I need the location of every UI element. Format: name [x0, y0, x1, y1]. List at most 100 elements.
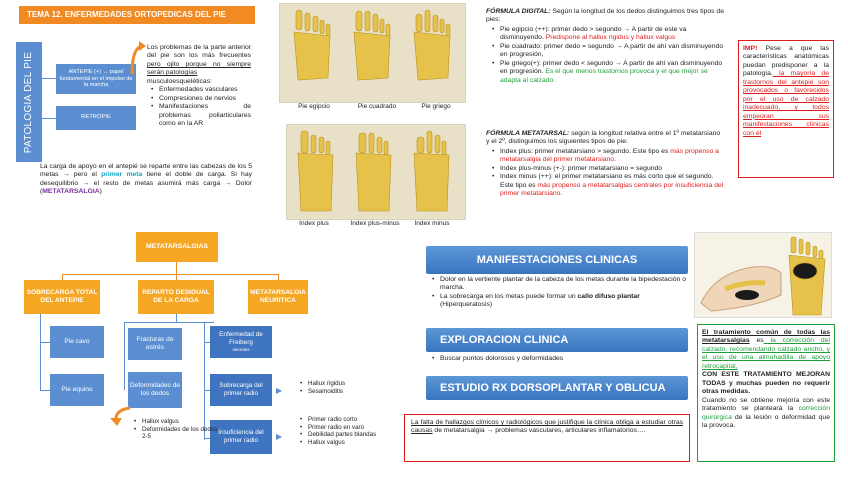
plus-text: Index plus: primer metatarsiano > segund…	[500, 147, 669, 155]
tree-line	[176, 274, 177, 280]
tratamiento-con: CON ESTE TRATAMIENTO MEJORAN TODAS y muc…	[702, 371, 830, 396]
carga-p2: tiene el doble de carga. Si hay desequil…	[40, 171, 253, 196]
connector-line	[42, 78, 56, 79]
page-title: TEMA 12. ENFERMEDADES ORTOPEDICAS DEL PI…	[19, 6, 255, 24]
formula-digital: FÓRMULA DIGITAL: Según la longitud de lo…	[486, 8, 724, 85]
tree-deformidades: Deformidades de los dedos	[128, 372, 182, 408]
minus-text: Index minus (++): el primer metatarsiano…	[500, 173, 714, 189]
list-item: Pie egipcio (++): primer dedo > segundo …	[492, 26, 724, 43]
list-item: Index plus: primer metatarsiano > segund…	[492, 148, 724, 165]
exploracion-header: EXPLORACION CLINICA	[426, 328, 688, 352]
list-item: Deformidades de los dedos 2-5	[134, 426, 218, 441]
plus-red: más propenso a metatarsalgia del primer …	[500, 147, 719, 164]
intro-underline: pero ojito porque no siempre serán patol…	[147, 60, 251, 77]
tree-line	[40, 342, 50, 343]
list-item: Primer radio corto	[300, 416, 410, 424]
list-item: Hallux valgus	[134, 418, 218, 426]
list-item: Enfermedades vasculares	[151, 86, 251, 95]
minus-red: más propenso a metatarsalgias centrales …	[500, 181, 724, 198]
cuando-green: corrección quirúrgica	[702, 405, 830, 421]
list-item: Primer radio en varo	[300, 424, 410, 432]
retropie-box: RETROPIE	[56, 106, 136, 130]
formula-metatarsal-heading: FÓRMULA METATARSAL:	[486, 130, 570, 137]
list-item: Dolor en la vertiente plantar de la cabe…	[432, 276, 686, 293]
formula-digital-intro: Según la longitud de los dedos distingui…	[486, 8, 724, 24]
foot-caption: Index plus-minus	[350, 220, 400, 227]
imp-red: la mayoría de trastornos del antepié son…	[743, 70, 829, 137]
manifestaciones-header: MANIFESTACIONES CLINICAS	[426, 246, 688, 274]
tree-line	[40, 314, 41, 390]
formula-metatarsal: FÓRMULA METATARSAL: según la longitud re…	[486, 130, 724, 199]
b2c-text: (Hiperqueratosis)	[440, 301, 493, 309]
tratamiento-box: El tratamiento común de todas las metata…	[697, 324, 835, 462]
falta-underline: La falta de hallazgos clínicos y radioló…	[411, 419, 683, 435]
list-item: Pie griego(+): primer dedo < segundo → A…	[492, 60, 724, 85]
formula-digital-list: Pie egipcio (++): primer dedo > segundo …	[492, 26, 724, 85]
arrow-right-icon: ▶	[276, 386, 283, 395]
tree-line	[124, 322, 214, 323]
carga-metatarsalgia: METATARSALGIA	[42, 188, 100, 196]
feet-xray-bottom-image	[286, 124, 466, 220]
tratamiento-es: es	[749, 337, 764, 345]
estudio-header: ESTUDIO RX DORSOPLANTAR Y OBLICUA	[426, 376, 688, 400]
branch-sobrecarga: SOBRECARGA TOTAL DEL ANTEPIE	[24, 280, 100, 314]
imp-label: IMP!	[743, 45, 758, 52]
tratamiento-green: la corrección del calzado, recomendando …	[702, 337, 830, 370]
foot-caption: Index minus	[414, 220, 450, 227]
curved-arrow-icon	[110, 406, 131, 426]
tree-freiberg: Enfermedad de Freiberg necrosis	[210, 326, 272, 358]
cuando-end: de la lesión o deformidad que la provoca…	[702, 413, 830, 430]
arrow-right-icon: ▶	[276, 432, 283, 441]
list-item: Manifestaciones de problemas poliarticul…	[151, 103, 251, 128]
tree-fracturas: Fracturas de estrés	[128, 328, 182, 360]
branch-reparto: REPARTO DESIGUAL DE LA CARGA	[138, 280, 214, 314]
tree-insuficiencia-primer-radio: Insuficiencia del primer radio	[210, 420, 272, 454]
imp-text: Pese a que las características anatómica…	[743, 45, 829, 78]
egipcio-red: Predispone al hallux rigidus y hallux va…	[543, 34, 676, 42]
cuando-text: Cuando no se obtiene mejoría con este tr…	[702, 396, 830, 413]
list-item: Hallux valgus	[300, 439, 410, 447]
tree-line	[278, 274, 279, 280]
carga-primer-meta: primer meta	[101, 171, 143, 179]
exploracion-list: Buscar puntos dolorosos y deformidades	[432, 355, 686, 364]
carga-text: La carga de apoyo en el antepié se repar…	[40, 163, 252, 197]
b2b-text: callo difuso plantar	[575, 292, 640, 300]
side-label: PATOLOGIA DEL PIE	[16, 42, 42, 162]
freiberg-small: necrosis	[232, 347, 250, 353]
manifestaciones-list: Dolor en la vertiente plantar de la cabe…	[432, 276, 686, 310]
list-item: Index plus-minus (+-): primer metatarsia…	[492, 165, 724, 174]
griego-green: Es el que menos trastornos provoca y el …	[500, 68, 708, 84]
tree-line	[124, 322, 125, 390]
curved-arrow-icon	[130, 41, 146, 75]
connector-line	[42, 118, 56, 119]
formula-metatarsal-intro: según la longitud relativa entre el 1º m…	[486, 130, 721, 146]
tree-root: METATARSALGIAS	[136, 232, 218, 262]
antepie-box: ANTEPIE (+) → papel fundamental en el im…	[56, 64, 136, 94]
list-item: La sobrecarga en los metas puede formar …	[432, 293, 686, 310]
list-item: Compresiones de nervios	[151, 95, 251, 104]
tree-line	[62, 274, 278, 275]
formula-digital-heading: FÓRMULA DIGITAL:	[486, 8, 551, 15]
insuficiencia-list: Primer radio corto Primer radio en varo …	[300, 416, 410, 446]
list-item: Hallux rigidus	[300, 380, 400, 388]
tree-line	[204, 322, 205, 440]
griego-text: Pie griego(+): primer dedo < segundo → A…	[500, 59, 723, 76]
intro-list: Enfermedades vasculares Compresiones de …	[151, 86, 251, 128]
falta-rest: de metatarsalgia → problemas vasculares,…	[432, 427, 646, 435]
tree-line	[62, 274, 63, 280]
side-label-text: PATOLOGIA DEL PIE	[23, 51, 35, 153]
tratamiento-underline: El tratamiento común de todas las metata…	[702, 329, 830, 345]
intro-p2: musculoesqueléticas:	[147, 77, 212, 85]
foot-pad-image	[694, 232, 832, 318]
b2a-text: La sobrecarga en los metas puede formar …	[440, 292, 576, 300]
foot-caption: Pie griego	[421, 103, 451, 110]
tree-pie-equino: Pie equino	[50, 374, 104, 406]
tree-sobrecarga-primer-radio: Sobrecarga del primer radio	[210, 374, 272, 406]
tree-line	[176, 262, 177, 274]
intro-text: Los problemas de la parte anterior del p…	[147, 44, 251, 129]
foot-caption: Pie cuadrado	[357, 103, 397, 110]
list-item: Debilidad partes blandas	[300, 431, 410, 439]
formula-metatarsal-list: Index plus: primer metatarsiano > segund…	[492, 148, 724, 199]
tree-line	[40, 390, 50, 391]
tree-line	[204, 390, 210, 391]
